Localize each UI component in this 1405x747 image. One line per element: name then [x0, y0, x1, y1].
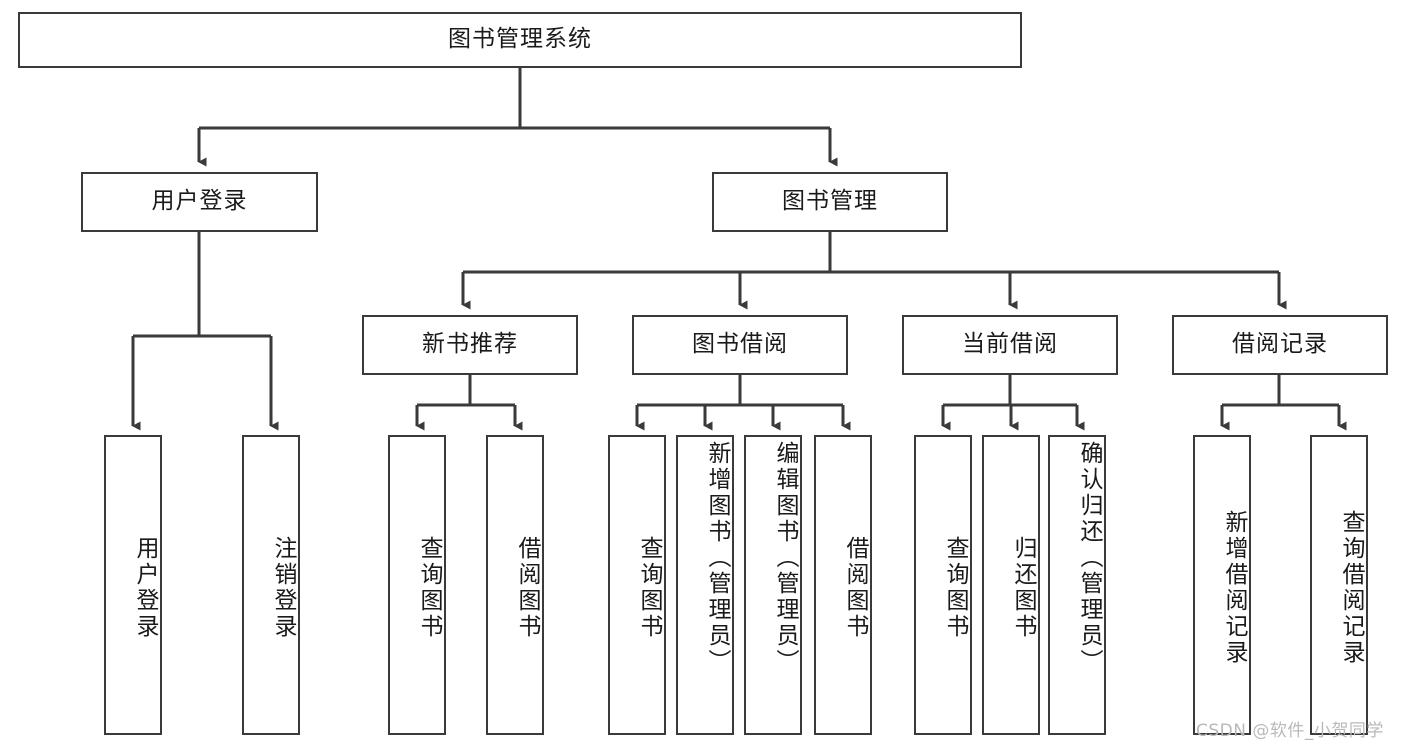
leaf-borrow-book-1[interactable]: 借阅图书	[486, 435, 544, 735]
node-borrow-record-label: 借阅记录	[1232, 331, 1328, 358]
leaf-edit-book-label: 编辑图书（管理员）	[772, 441, 798, 675]
node-current-borrow[interactable]: 当前借阅	[902, 315, 1118, 375]
leaf-user-logout-label: 注销登录	[270, 536, 296, 640]
leaf-query-book-1[interactable]: 查询图书	[388, 435, 446, 735]
leaf-add-book-label: 新增图书（管理员）	[704, 441, 730, 675]
leaf-query-book-3-label: 查询图书	[942, 536, 968, 640]
leaf-user-logout[interactable]: 注销登录	[242, 435, 300, 735]
leaf-return-book[interactable]: 归还图书	[982, 435, 1040, 735]
leaf-add-record-label: 新增借阅记录	[1221, 510, 1247, 666]
csdn-watermark: CSDN @软件_小贺同学	[1196, 721, 1384, 741]
node-user-login[interactable]: 用户登录	[81, 172, 318, 232]
leaf-query-book-2-label: 查询图书	[636, 536, 662, 640]
leaf-query-book-1-label: 查询图书	[416, 536, 442, 640]
leaf-user-login[interactable]: 用户登录	[104, 435, 162, 735]
node-root-label: 图书管理系统	[448, 26, 592, 53]
node-book-manage-label: 图书管理	[782, 188, 878, 215]
node-new-book-recommend[interactable]: 新书推荐	[362, 315, 578, 375]
leaf-confirm-return-label: 确认归还（管理员）	[1076, 441, 1102, 675]
leaf-return-book-label: 归还图书	[1010, 536, 1036, 640]
leaf-query-book-2[interactable]: 查询图书	[608, 435, 666, 735]
leaf-confirm-return[interactable]: 确认归还（管理员）	[1048, 435, 1106, 735]
leaf-edit-book[interactable]: 编辑图书（管理员）	[744, 435, 802, 735]
leaf-query-record-label: 查询借阅记录	[1338, 510, 1364, 666]
node-current-borrow-label: 当前借阅	[962, 331, 1058, 358]
node-book-borrow[interactable]: 图书借阅	[632, 315, 848, 375]
node-root[interactable]: 图书管理系统	[18, 12, 1022, 68]
leaf-borrow-book-1-label: 借阅图书	[514, 536, 540, 640]
leaf-borrow-book-2-label: 借阅图书	[842, 536, 868, 640]
leaf-borrow-book-2[interactable]: 借阅图书	[814, 435, 872, 735]
node-user-login-label: 用户登录	[151, 188, 248, 215]
node-borrow-record[interactable]: 借阅记录	[1172, 315, 1388, 375]
node-book-manage[interactable]: 图书管理	[712, 172, 948, 232]
leaf-query-book-3[interactable]: 查询图书	[914, 435, 972, 735]
leaf-add-record[interactable]: 新增借阅记录	[1193, 435, 1251, 735]
leaf-add-book[interactable]: 新增图书（管理员）	[676, 435, 734, 735]
leaf-query-record[interactable]: 查询借阅记录	[1310, 435, 1368, 735]
node-book-borrow-label: 图书借阅	[692, 331, 788, 358]
leaf-user-login-label: 用户登录	[132, 536, 158, 640]
node-new-book-recommend-label: 新书推荐	[422, 331, 518, 358]
